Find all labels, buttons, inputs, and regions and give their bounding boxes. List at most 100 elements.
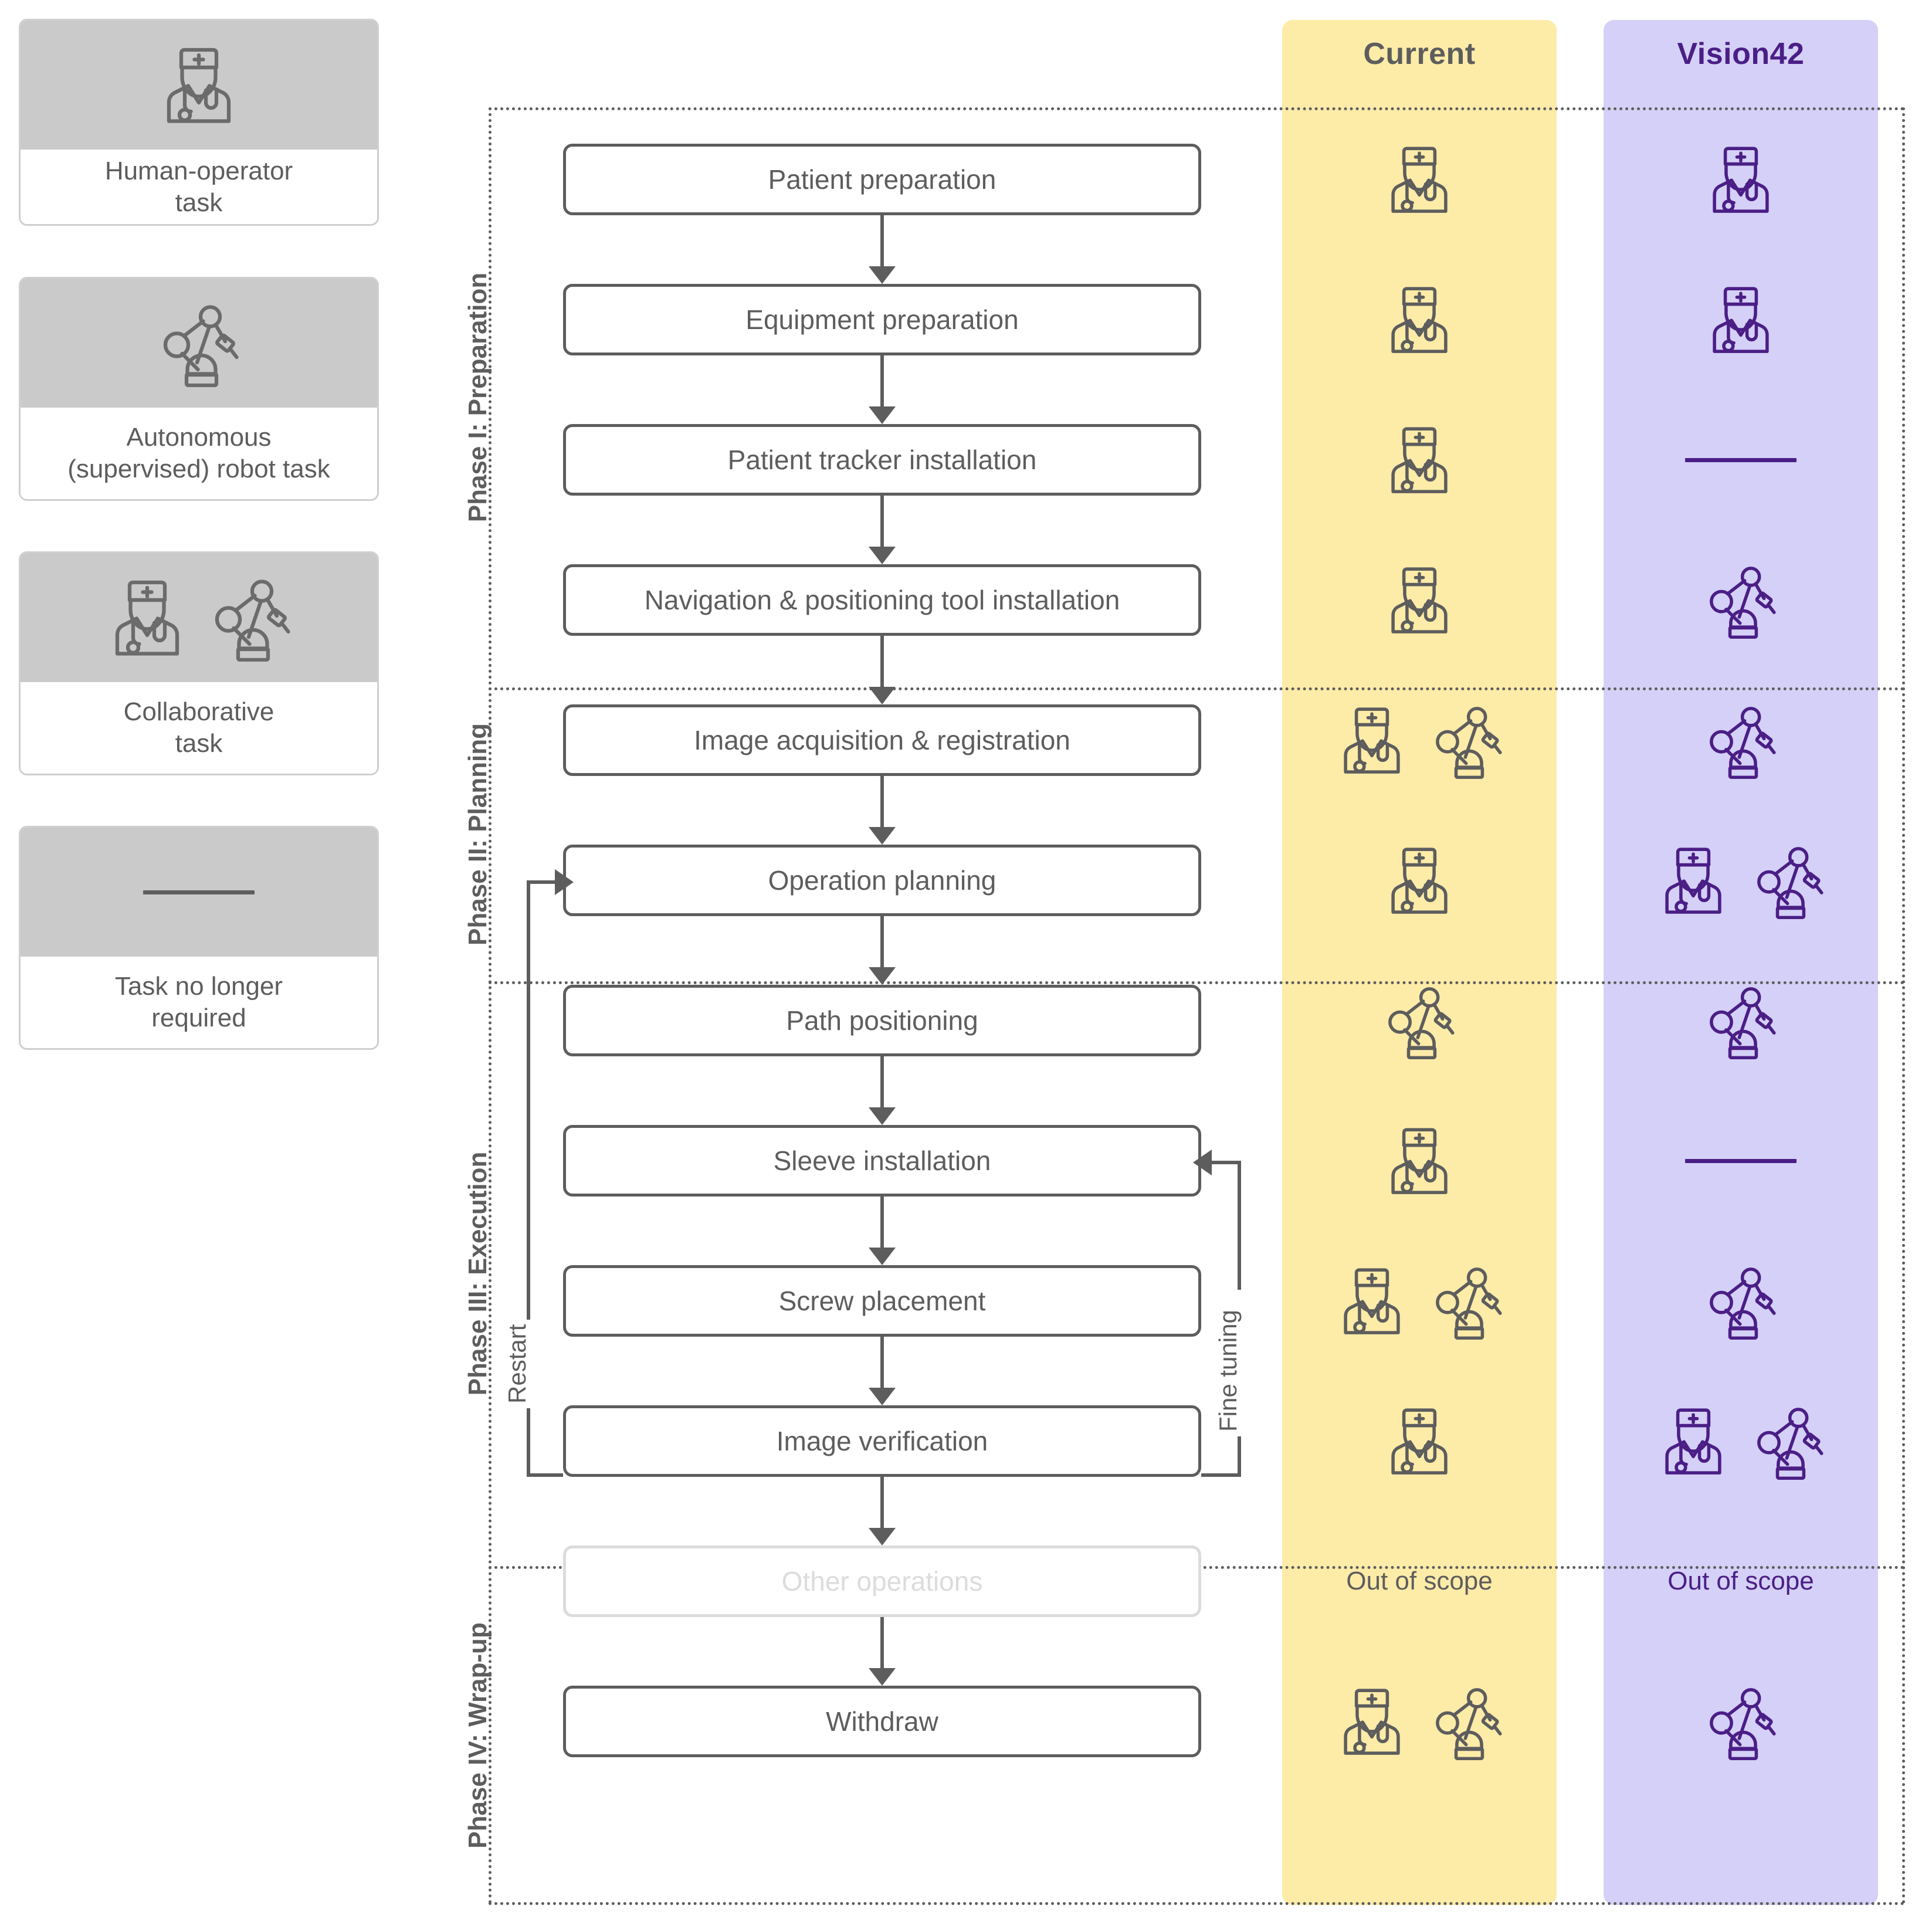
process-box-6[interactable]: Path positioning bbox=[563, 985, 1201, 1056]
fine-tuning-label: Fine tuning bbox=[1214, 1305, 1242, 1436]
doctor-icon-wrap bbox=[1333, 701, 1411, 779]
process-box-4[interactable]: Image acquisition & registration bbox=[563, 704, 1201, 776]
cell-vision-9 bbox=[1604, 1402, 1878, 1480]
process-box-8[interactable]: Screw placement bbox=[563, 1265, 1201, 1337]
cell-vision-7 bbox=[1604, 1125, 1878, 1197]
legend-icon-area bbox=[21, 828, 377, 957]
doctor-icon-wrap bbox=[155, 41, 243, 129]
cell-current-7 bbox=[1282, 1125, 1557, 1197]
cell-current-4 bbox=[1282, 701, 1557, 779]
legend-item-3: Task no longer required bbox=[19, 826, 379, 1050]
legend-item-label: Human-operator task bbox=[21, 150, 377, 224]
process-box-5[interactable]: Operation planning bbox=[563, 845, 1201, 916]
doctor-icon bbox=[1713, 287, 1769, 353]
cell-vision-3 bbox=[1604, 564, 1878, 639]
legend-item-label: Task no longer required bbox=[21, 957, 377, 1048]
legend-icon-area bbox=[21, 279, 377, 408]
column-header-vision: Vision42 bbox=[1677, 37, 1805, 71]
cell-current-2 bbox=[1282, 424, 1557, 496]
doctor-icon-wrap bbox=[1381, 1402, 1458, 1480]
flow-arrow-head-3 bbox=[869, 687, 896, 704]
doctor-icon-wrap bbox=[1381, 561, 1458, 639]
flow-arrow-2 bbox=[880, 496, 884, 548]
cell-current-1 bbox=[1282, 284, 1557, 355]
robot-arm-icon-wrap bbox=[1750, 842, 1827, 919]
finetune-line-vertical-upper bbox=[1238, 1161, 1241, 1290]
robot-arm-icon-wrap bbox=[1381, 982, 1458, 1059]
doctor-icon bbox=[115, 580, 179, 656]
flow-arrow-head-9 bbox=[869, 1528, 896, 1545]
robot-arm-icon bbox=[1710, 1267, 1776, 1340]
legend-item-label: Autonomous (supervised) robot task bbox=[21, 408, 377, 499]
doctor-icon bbox=[1391, 287, 1448, 353]
cell-vision-4 bbox=[1604, 704, 1878, 779]
cell-vision-2 bbox=[1604, 424, 1878, 496]
doctor-icon-wrap bbox=[1702, 281, 1780, 358]
flow-arrow-8 bbox=[880, 1337, 884, 1389]
flow-arrow-1 bbox=[880, 355, 884, 408]
flow-arrow-9 bbox=[880, 1477, 884, 1529]
doctor-icon-wrap bbox=[1655, 1402, 1732, 1480]
restart-line-vertical-upper bbox=[527, 880, 530, 1326]
robot-arm-icon-wrap bbox=[206, 574, 294, 662]
process-box-0[interactable]: Patient preparation bbox=[563, 144, 1201, 215]
dash-marker-icon bbox=[1685, 457, 1797, 462]
doctor-icon bbox=[167, 48, 231, 123]
cell-current-9 bbox=[1282, 1405, 1557, 1477]
process-box-9[interactable]: Image verification bbox=[563, 1405, 1201, 1477]
flow-arrow-head-2 bbox=[869, 547, 896, 564]
doctor-icon-wrap bbox=[1381, 421, 1458, 499]
cell-current-6 bbox=[1282, 982, 1557, 1059]
doctor-icon bbox=[1344, 707, 1400, 774]
robot-arm-icon-wrap bbox=[1702, 1262, 1780, 1340]
process-box-3[interactable]: Navigation & positioning tool installati… bbox=[563, 564, 1201, 636]
cell-vision-8 bbox=[1604, 1262, 1878, 1340]
robot-arm-icon-wrap bbox=[1702, 982, 1780, 1059]
legend-item-1: Autonomous (supervised) robot task bbox=[19, 277, 379, 501]
process-box-10[interactable]: Other operations bbox=[563, 1545, 1201, 1617]
phase-divider-1 bbox=[489, 981, 1905, 984]
finetune-line-bottom bbox=[1201, 1473, 1241, 1477]
flow-arrow-6 bbox=[880, 1056, 884, 1109]
dash-marker-icon bbox=[1685, 1158, 1797, 1163]
robot-arm-icon bbox=[1710, 567, 1776, 639]
doctor-icon-wrap bbox=[1333, 1683, 1411, 1760]
phase-label-p1: Phase I: Preparation bbox=[463, 272, 492, 523]
phase-label-p2: Phase II: Planning bbox=[463, 723, 492, 945]
cell-current-3 bbox=[1282, 564, 1557, 636]
robot-arm-icon-wrap bbox=[1702, 1683, 1780, 1760]
process-box-label: Operation planning bbox=[768, 865, 996, 896]
doctor-icon bbox=[1665, 1408, 1721, 1475]
out-of-scope-label: Out of scope bbox=[1667, 1567, 1814, 1595]
finetune-line-vertical-lower bbox=[1238, 1436, 1241, 1473]
cell-vision-0 bbox=[1604, 144, 1878, 215]
process-box-label: Path positioning bbox=[786, 1005, 978, 1036]
process-box-2[interactable]: Patient tracker installation bbox=[563, 424, 1201, 496]
process-box-label: Navigation & positioning tool installati… bbox=[644, 585, 1120, 615]
process-box-11[interactable]: Withdraw bbox=[563, 1686, 1201, 1757]
flow-arrow-0 bbox=[880, 215, 884, 267]
process-box-1[interactable]: Equipment preparation bbox=[563, 284, 1201, 355]
legend-item-2: Collaborative task bbox=[19, 551, 379, 775]
doctor-icon-wrap bbox=[1381, 1122, 1458, 1199]
doctor-icon-wrap bbox=[1381, 842, 1458, 919]
process-box-7[interactable]: Sleeve installation bbox=[563, 1125, 1201, 1197]
column-header-current: Current bbox=[1363, 37, 1476, 71]
legend-icon-area bbox=[21, 21, 377, 150]
process-box-label: Patient tracker installation bbox=[727, 445, 1037, 475]
doctor-icon bbox=[1391, 147, 1448, 213]
cell-current-11 bbox=[1282, 1683, 1557, 1760]
robot-arm-icon bbox=[1757, 1408, 1823, 1480]
process-box-label: Image verification bbox=[776, 1426, 988, 1456]
cell-current-5 bbox=[1282, 845, 1557, 916]
dash-marker-icon bbox=[143, 890, 255, 894]
restart-arrow-head bbox=[555, 869, 574, 895]
process-box-label: Equipment preparation bbox=[745, 304, 1019, 335]
cell-vision-1 bbox=[1604, 284, 1878, 355]
robot-arm-icon bbox=[1436, 1688, 1502, 1760]
cell-current-0 bbox=[1282, 144, 1557, 215]
legend-icon-area bbox=[21, 553, 377, 682]
robot-arm-icon bbox=[1436, 707, 1502, 779]
process-box-label: Withdraw bbox=[826, 1706, 938, 1737]
robot-arm-icon bbox=[215, 579, 290, 662]
